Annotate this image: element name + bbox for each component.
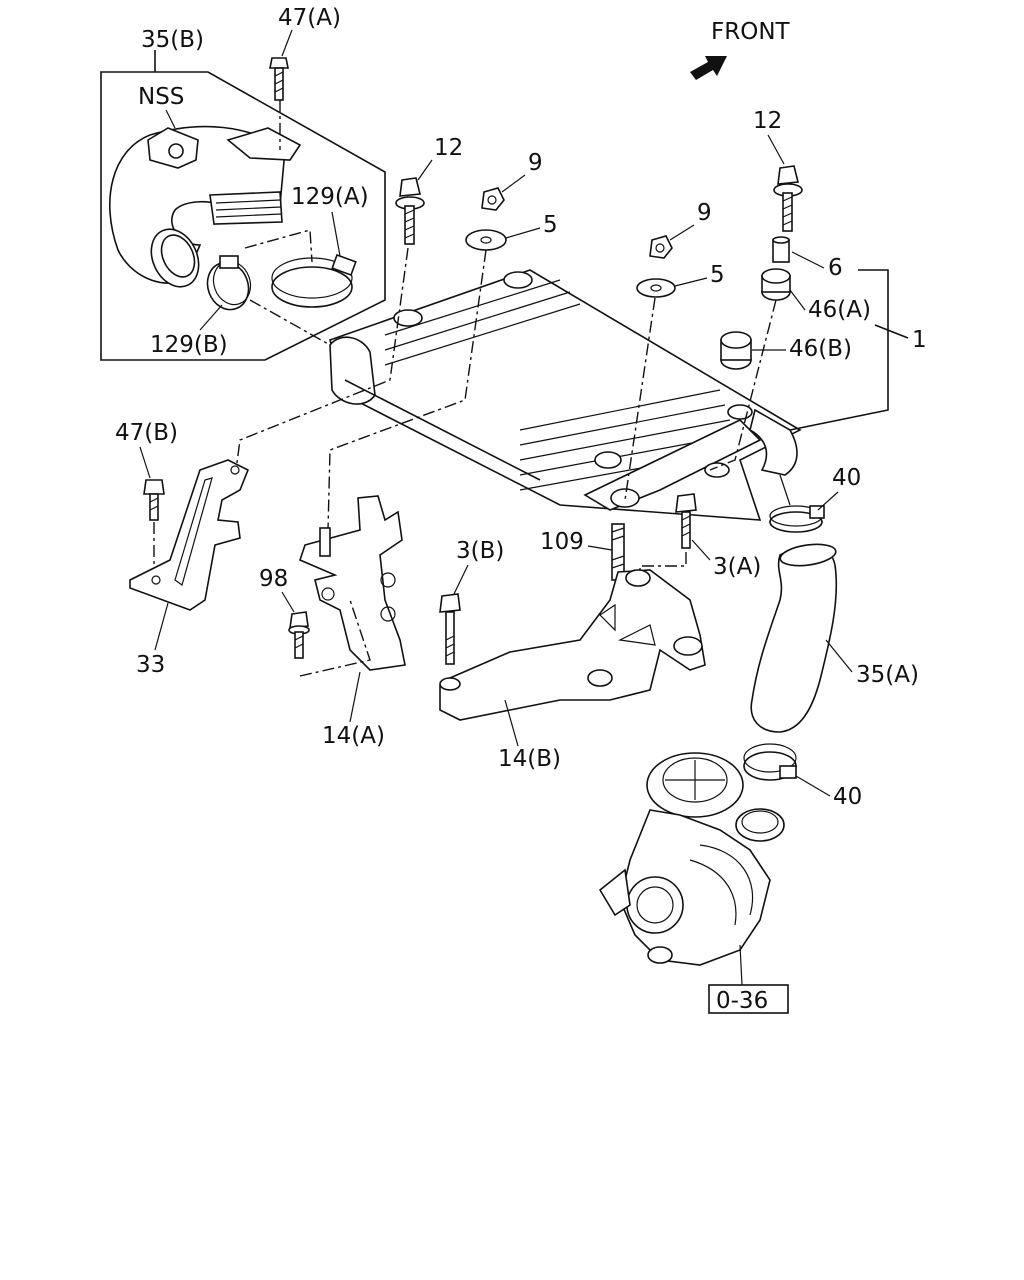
front-arrow-icon xyxy=(690,56,727,80)
bolt-47a xyxy=(269,57,289,101)
nss-note: NSS xyxy=(138,84,184,110)
bolt-3a xyxy=(675,493,697,549)
hose-35a xyxy=(750,543,838,733)
callout-9-right: 9 xyxy=(697,200,712,226)
callout-12-right: 12 xyxy=(753,108,782,134)
callout-46b: 46(B) xyxy=(789,336,852,362)
callout-9-left: 9 xyxy=(528,150,543,176)
callout-98: 98 xyxy=(259,566,288,592)
washer-5-right xyxy=(636,278,676,298)
bolt-98 xyxy=(288,611,310,659)
callout-47a: 47(A) xyxy=(278,5,341,31)
callout-3b: 3(B) xyxy=(456,538,504,564)
bolt-12-right xyxy=(773,165,803,232)
reference-label: 0-36 xyxy=(716,988,768,1014)
turbocharger xyxy=(598,752,785,966)
callout-5-left: 5 xyxy=(543,212,558,238)
washer-5-left xyxy=(465,229,507,251)
bolt-12-left xyxy=(395,177,425,245)
callout-14a: 14(A) xyxy=(322,723,385,749)
front-label: FRONT xyxy=(711,19,791,45)
callout-129b: 129(B) xyxy=(150,332,228,358)
reference-box xyxy=(708,984,789,1014)
stud-109 xyxy=(611,523,625,581)
callout-47b: 47(B) xyxy=(115,420,178,446)
clamp-129b xyxy=(206,255,252,311)
bracket-33 xyxy=(129,459,250,611)
callout-40-upper: 40 xyxy=(832,465,861,491)
bracket-14a xyxy=(299,495,406,671)
callout-3a: 3(A) xyxy=(713,554,761,580)
bolt-3b xyxy=(439,593,461,665)
nut-9-left xyxy=(481,187,505,211)
callout-40-lower: 40 xyxy=(833,784,862,810)
callout-5-right: 5 xyxy=(710,262,725,288)
callout-14b: 14(B) xyxy=(498,746,561,772)
intercooler-core xyxy=(329,269,802,521)
callout-109: 109 xyxy=(540,529,584,555)
callout-1: 1 xyxy=(912,327,927,353)
callout-12-left: 12 xyxy=(434,135,463,161)
rubber-46a xyxy=(761,268,791,301)
callout-35b: 35(B) xyxy=(141,27,204,53)
callout-46a: 46(A) xyxy=(808,297,871,323)
rubber-46b xyxy=(720,331,752,370)
hose-35b xyxy=(108,125,302,288)
callout-129a: 129(A) xyxy=(291,184,369,210)
clamp-40-upper xyxy=(769,505,825,533)
bracket-14b xyxy=(439,569,706,721)
clamp-40-lower xyxy=(743,743,797,781)
callout-6: 6 xyxy=(828,255,843,281)
bolt-47b xyxy=(143,479,165,521)
inset-box xyxy=(100,71,386,361)
clamp-129a xyxy=(271,253,357,308)
nut-9-right xyxy=(649,235,673,259)
callout-35a: 35(A) xyxy=(856,662,919,688)
callout-33: 33 xyxy=(136,652,165,678)
collar-6 xyxy=(772,236,790,263)
